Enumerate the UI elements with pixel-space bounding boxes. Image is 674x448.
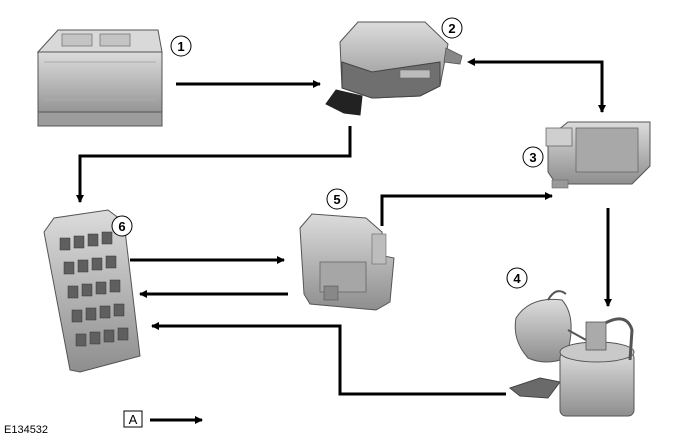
arrow-module-2-to-fuse-box bbox=[76, 126, 352, 203]
legend-key: A bbox=[123, 410, 143, 428]
callout-2: 2 bbox=[441, 17, 463, 39]
callout-4: 4 bbox=[506, 267, 528, 289]
callout-3: 3 bbox=[522, 146, 544, 168]
callout-6-label: 6 bbox=[118, 219, 125, 234]
arrow-module-2-to-module-3 bbox=[467, 58, 606, 113]
callout-5: 5 bbox=[326, 188, 348, 210]
callout-3-label: 3 bbox=[529, 150, 536, 165]
fuel-pump-component bbox=[508, 290, 635, 417]
callout-2-label: 2 bbox=[448, 21, 455, 36]
connection-arrows bbox=[76, 58, 612, 424]
callout-6: 6 bbox=[111, 215, 133, 237]
module-3-component bbox=[545, 121, 651, 189]
arrow-fuel-pump-to-fuse-box bbox=[151, 322, 506, 396]
callout-4-label: 4 bbox=[513, 271, 521, 286]
callout-1-label: 1 bbox=[177, 39, 184, 54]
figure-id: E134532 bbox=[4, 424, 49, 436]
callout-5-label: 5 bbox=[333, 192, 340, 207]
legend-key-label: A bbox=[129, 412, 138, 427]
callout-1: 1 bbox=[170, 35, 192, 57]
ecm-component bbox=[299, 213, 395, 311]
arrow-ecm-to-module-3 bbox=[380, 192, 553, 226]
fuse-box-component bbox=[43, 209, 141, 373]
battery-component bbox=[36, 29, 163, 127]
module-2-component bbox=[325, 21, 463, 116]
